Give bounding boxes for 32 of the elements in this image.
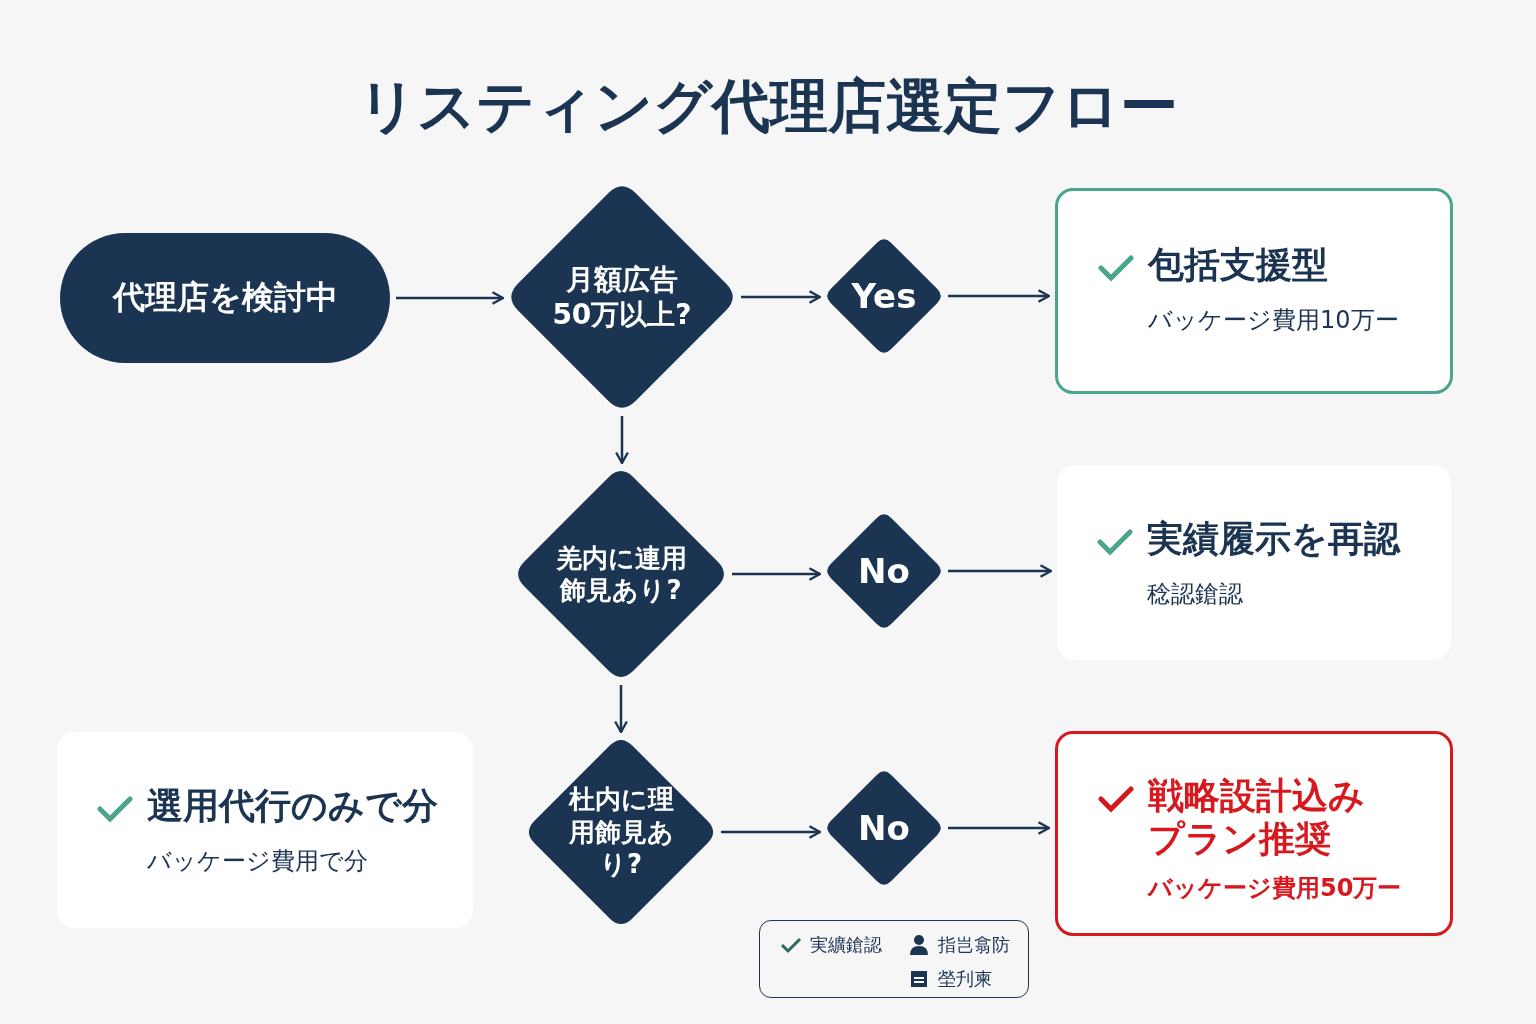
arrow (396, 291, 505, 305)
card-note: バッケージ費用で分 (147, 846, 368, 877)
arrow (948, 821, 1051, 835)
result-card (1057, 465, 1451, 660)
arrow (741, 290, 822, 304)
diamond-label: No (857, 806, 911, 850)
arrow (721, 825, 822, 839)
card-note: バッケージ費用10万ー (1148, 305, 1399, 336)
card-heading: 実績履示を再認 (1147, 517, 1400, 561)
result-card (57, 732, 473, 928)
card-heading: 戦略設計込みプラン推奨 (1148, 774, 1366, 861)
arrow (732, 567, 822, 581)
card-note: 稔認鎗認 (1147, 579, 1243, 610)
arrow (615, 416, 629, 465)
arrow (948, 564, 1053, 578)
diamond-label: Yes (850, 274, 918, 318)
diamond-label: 杜内に理用飾見あり? (567, 783, 675, 881)
arrow (948, 289, 1051, 303)
legend-text: 塋刋柬 (938, 967, 992, 991)
title: リスティング代理店選定フロー (358, 71, 1178, 142)
card-heading: 包括支援型 (1148, 243, 1328, 287)
result-card (1055, 188, 1453, 394)
pill-label: 代理店を検討中 (112, 277, 338, 318)
result-card (1055, 731, 1453, 936)
diamond-label: 羌内に連用飾見あり? (554, 541, 688, 607)
arrow (614, 685, 628, 734)
diamond-label: No (857, 549, 911, 593)
legend-text: 実纊鎗認 (810, 933, 882, 957)
legend-text: 指岂翕防 (938, 933, 1010, 957)
diamond-label: 月額広告50万以上? (551, 262, 693, 332)
card-note: バッケージ費用50万ー (1148, 873, 1402, 904)
card-heading: 選用代行のみで分 (147, 784, 438, 828)
